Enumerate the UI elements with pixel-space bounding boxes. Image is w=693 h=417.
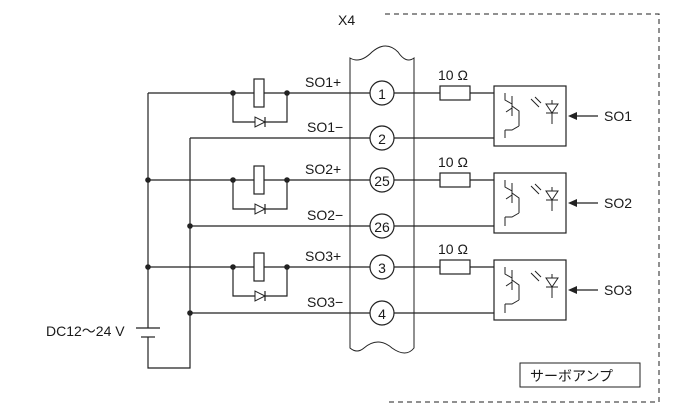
- led-3: [545, 277, 559, 288]
- so2-minus-label: SO2−: [307, 207, 343, 223]
- led-2: [545, 190, 559, 201]
- signal-arrow-1: [568, 112, 577, 120]
- relay-coil-3: [253, 252, 265, 282]
- pin-3-number: 3: [378, 260, 386, 276]
- power-supply-label: DC12～24 V: [46, 323, 125, 339]
- diode-2: [254, 203, 267, 215]
- pin-4-number: 4: [378, 306, 386, 322]
- so1-signal-label: SO1: [604, 108, 632, 124]
- amplifier-label: サーボアンプ: [530, 368, 613, 384]
- relay-coil-1: [253, 78, 265, 108]
- diode-3: [254, 290, 267, 302]
- negative-rail: [147, 138, 191, 369]
- amplifier-boundary: [385, 13, 660, 403]
- signal-arrow-3: [568, 286, 577, 294]
- so1-minus-label: SO1−: [307, 119, 343, 135]
- so3-signal-label: SO3: [604, 282, 632, 298]
- relay-coil-2: [253, 165, 265, 195]
- pin-26-number: 26: [374, 219, 390, 235]
- light-arrows-1: [530, 96, 542, 108]
- pin-1-number: 1: [378, 86, 386, 102]
- so1-plus-label: SO1+: [305, 74, 341, 90]
- resistor-3: [439, 259, 471, 275]
- connector-label: X4: [338, 12, 355, 28]
- so3-plus-label: SO3+: [305, 248, 341, 264]
- transistor-3: [504, 267, 520, 313]
- transistor-2: [504, 180, 520, 226]
- resistor-3-label: 10 Ω: [438, 241, 468, 257]
- photocoupler-3: [493, 259, 567, 321]
- led-1: [545, 103, 559, 114]
- pin-25-number: 25: [374, 173, 390, 189]
- amplifier-label-box: [519, 362, 641, 388]
- light-arrows-3: [530, 270, 542, 282]
- connector-body: [349, 45, 415, 354]
- photocoupler-1: [493, 85, 567, 147]
- so2-plus-label: SO2+: [305, 161, 341, 177]
- resistor-2-label: 10 Ω: [438, 154, 468, 170]
- resistor-2: [439, 172, 471, 188]
- channel-3: 3 4 SO3+ SO3− 10 Ω SO3: [145, 241, 632, 326]
- light-arrows-2: [530, 183, 542, 195]
- diode-1: [254, 116, 267, 128]
- signal-arrow-2: [568, 199, 577, 207]
- photocoupler-2: [493, 172, 567, 234]
- resistor-1-label: 10 Ω: [438, 67, 468, 83]
- so3-minus-label: SO3−: [307, 294, 343, 310]
- channel-1: 1 2 SO1+ SO1− 10 Ω SO1: [148, 67, 632, 151]
- pin-2-number: 2: [378, 131, 386, 147]
- transistor-1: [504, 93, 520, 138]
- so2-signal-label: SO2: [604, 195, 632, 211]
- resistor-1: [439, 85, 471, 101]
- channel-2: 25 26 SO2+ SO2− 10 Ω SO2: [145, 154, 632, 239]
